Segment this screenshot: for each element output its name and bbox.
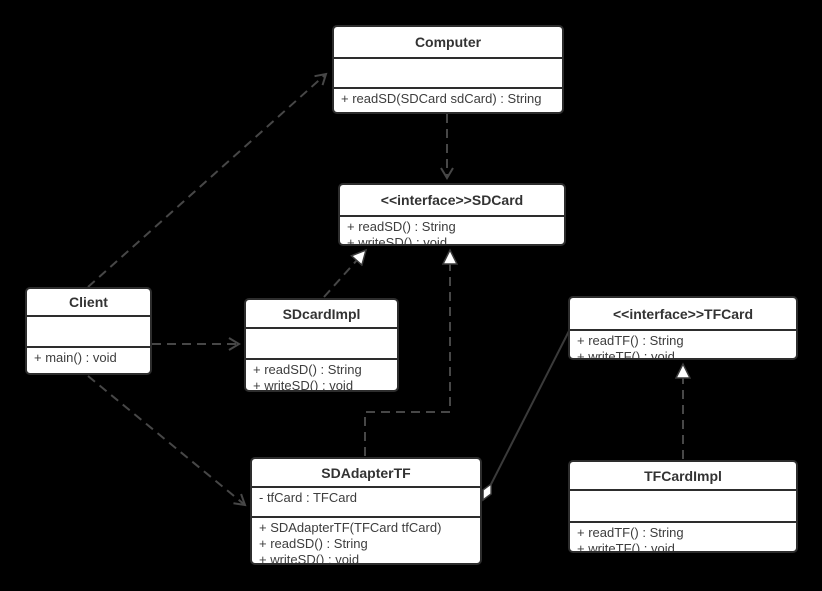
- method-item: + writeSD() : void: [347, 235, 448, 244]
- methods-compartment: + SDAdapterTF(TFCard tfCard)+ readSD() :…: [252, 516, 480, 563]
- method-item: + writeTF() : void: [577, 541, 675, 551]
- edge-realization-sdcardimpl-to-sdcard[interactable]: [323, 250, 366, 298]
- class-title: Client: [69, 294, 108, 310]
- method-item: + readTF() : String: [577, 525, 684, 540]
- edges-group: [87, 72, 683, 507]
- method-item: + SDAdapterTF(TFCard tfCard): [259, 520, 442, 535]
- methods-compartment: + main() : void: [27, 346, 150, 373]
- method-item: + writeSD() : void: [259, 552, 360, 563]
- method-item: + readTF() : String: [577, 333, 684, 348]
- class-title: SDcardImpl: [282, 305, 361, 322]
- method-item: + writeSD() : void: [253, 378, 354, 390]
- attributes-compartment: [246, 327, 397, 358]
- attributes-compartment: [27, 315, 150, 346]
- methods-compartment: + readTF() : String+ writeTF() : void: [570, 329, 796, 358]
- class-node-tfcard[interactable]: <<interface>>TFCard + readTF() : String+ …: [568, 296, 798, 360]
- class-node-computer[interactable]: Computer + readSD(SDCard sdCard) : String: [332, 25, 564, 114]
- attributes-compartment: [334, 57, 562, 87]
- edge-dependency-client-to-computer[interactable]: [87, 72, 328, 288]
- class-title: <<interface>>TFCard: [612, 305, 754, 322]
- methods-compartment: + readSD(SDCard sdCard) : String: [334, 87, 562, 112]
- edge-dependency-client-to-sdadapter[interactable]: [87, 375, 247, 507]
- attribute-item: - tfCard : TFCard: [259, 490, 358, 505]
- method-item: + main() : void: [34, 350, 117, 365]
- edge-aggregation-sdadapter-to-tfcard[interactable]: [482, 330, 570, 500]
- class-node-sdcard[interactable]: <<interface>>SDCard + readSD() : String+ …: [338, 183, 566, 246]
- class-node-sdadapter[interactable]: SDAdapterTF - tfCard : TFCard + SDAdapterT…: [250, 457, 482, 565]
- method-item: + writeTF() : void: [577, 349, 675, 358]
- methods-compartment: + readSD() : String+ writeSD() : void: [246, 358, 397, 390]
- class-title: SDAdapterTF: [321, 464, 411, 481]
- method-item: + readSD(SDCard sdCard) : String: [341, 91, 542, 106]
- attributes-compartment: [570, 489, 796, 521]
- class-title: Computer: [414, 34, 482, 50]
- method-item: + readSD() : String: [347, 219, 456, 234]
- method-item: + readSD() : String: [259, 536, 368, 551]
- class-node-sdcardimpl[interactable]: SDcardImpl + readSD() : String+ writeSD()…: [244, 298, 399, 392]
- class-node-tfcardimpl[interactable]: TFCardImpl + readTF() : String+ writeTF()…: [568, 460, 798, 553]
- class-node-client[interactable]: Client + main() : void: [25, 287, 152, 375]
- method-item: + readSD() : String: [253, 362, 362, 377]
- methods-compartment: + readSD() : String+ writeSD() : void: [340, 215, 564, 244]
- edge-realization-sdadapter-to-sdcard[interactable]: [364, 250, 450, 456]
- methods-compartment: + readTF() : String+ writeTF() : void: [570, 521, 796, 551]
- class-title: TFCardImpl: [644, 467, 722, 484]
- attributes-compartment: - tfCard : TFCard: [252, 486, 480, 516]
- class-title: <<interface>>SDCard: [380, 192, 524, 208]
